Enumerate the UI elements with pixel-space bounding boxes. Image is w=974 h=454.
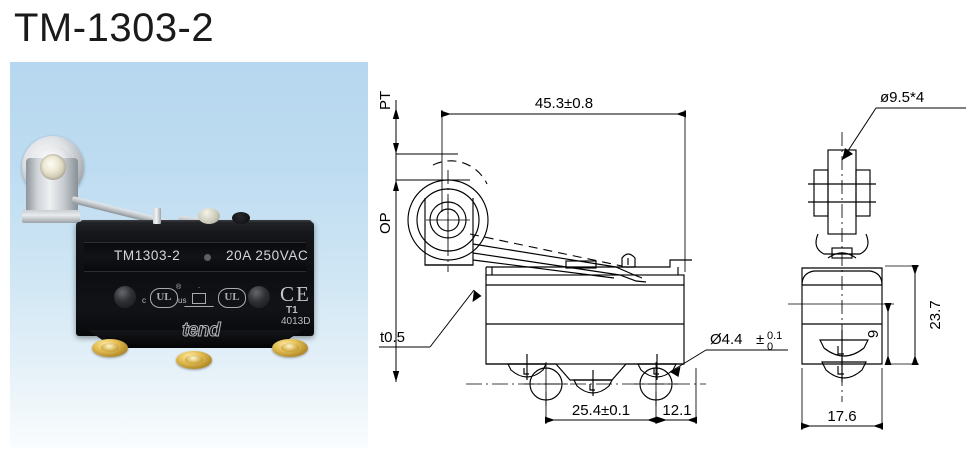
dim-terminal-height: 9 xyxy=(865,330,882,338)
ul-c-prefix: c xyxy=(142,296,146,305)
mounting-hole-left xyxy=(114,286,136,308)
ul-recognized-icon: UL xyxy=(218,288,246,308)
dim-mount-hole-pitch: 25.4±0.1 xyxy=(572,402,630,419)
dim-roller-dia: ø9.5*4 xyxy=(880,89,924,106)
brand-logo: tend xyxy=(181,320,221,342)
dim-body-width: 17.6 xyxy=(827,408,856,425)
mounting-hole-right xyxy=(248,286,270,308)
technical-drawing: PT OP 45.3±0.8 t0.5 25.4±0.1 12.1 Ø4.4 ±… xyxy=(370,62,974,448)
page-title: TM-1303-2 xyxy=(14,6,215,50)
roller-bracket-base xyxy=(22,210,80,223)
dim-body-height: 23.7 xyxy=(927,300,944,329)
terminal-right-inner xyxy=(281,343,299,352)
code-lot: 4013D xyxy=(281,316,311,327)
body-hole xyxy=(232,212,250,224)
roller-hub xyxy=(40,154,66,180)
dim-mount-hole-tol-upper: 0.1 xyxy=(767,330,782,342)
terminal-left-inner xyxy=(101,343,119,352)
plunger xyxy=(153,208,161,224)
product-photo: TM1303-2 20A 250VAC UL c us ® UL CE T1 4… xyxy=(10,62,368,448)
label-rating-text: 20A 250VAC xyxy=(226,248,309,263)
code-t1: T1 xyxy=(286,305,298,316)
label-pt: PT xyxy=(377,91,394,110)
dim-mount-hole-tol-sign: ± xyxy=(756,331,764,348)
switch-body xyxy=(76,222,314,336)
ul-listed-icon: UL xyxy=(150,288,178,308)
dim-mount-hole-dia: Ø4.4 xyxy=(710,331,743,348)
label-op: OP xyxy=(377,212,394,234)
label-separator-dot xyxy=(204,254,211,261)
triangle-inner-icon xyxy=(192,293,206,304)
registered-trademark-icon: ® xyxy=(176,284,182,291)
pivot-screw xyxy=(198,208,220,224)
ce-mark-icon: CE xyxy=(280,282,311,306)
label-strip xyxy=(84,242,306,272)
terminal-middle-inner xyxy=(185,355,203,364)
dim-mount-hole-tol-lower: 0 xyxy=(767,341,773,353)
dim-overall-length: 45.3±0.8 xyxy=(535,95,593,112)
dim-edge-to-hole: 12.1 xyxy=(662,402,691,419)
switch-body-skirt xyxy=(88,330,302,348)
dim-plate-thickness: t0.5 xyxy=(380,329,405,346)
label-model-text: TM1303-2 xyxy=(114,248,181,263)
ul-us-suffix: us xyxy=(178,296,187,305)
